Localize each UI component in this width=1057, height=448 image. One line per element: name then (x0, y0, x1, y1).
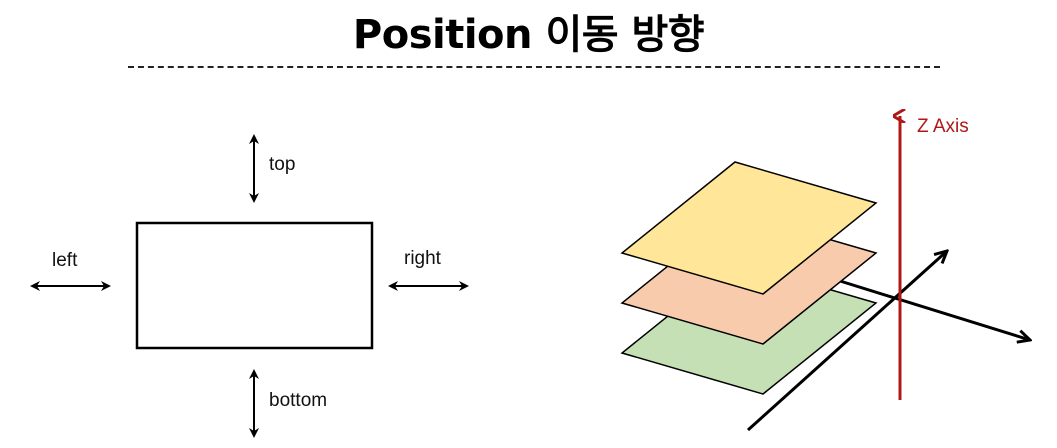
layer-yellow (620, 161, 878, 295)
x-axis (839, 279, 1030, 340)
bottom-label: bottom (269, 390, 328, 411)
top-label: top (269, 154, 296, 175)
page-title: Position 이동 방향 (352, 12, 705, 58)
right-label: right (404, 248, 441, 269)
depth-axis (746, 251, 947, 432)
left-label: left (52, 250, 78, 271)
dashed-divider (128, 66, 940, 68)
positioned-box (135, 221, 374, 350)
z-axis-label: Z Axis (917, 116, 969, 137)
